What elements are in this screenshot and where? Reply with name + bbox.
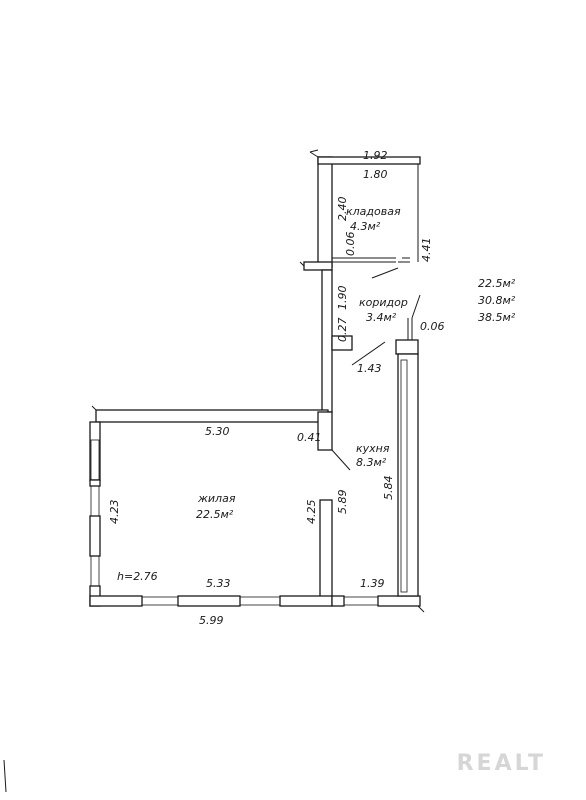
dim-storage-wall: 0.06	[344, 232, 357, 257]
dim-living-bottom-width: 5.33	[206, 577, 231, 590]
dim-corridor-height: 1.90	[336, 286, 349, 311]
total-living-area: 22.5м²	[478, 277, 516, 290]
dim-living-left-height: 4.23	[108, 500, 121, 525]
main-block-walls	[89, 353, 425, 613]
dim-corridor-width: 1.43	[357, 362, 382, 375]
kitchen-area: 8.3м²	[356, 456, 387, 469]
dim-storage-inner-width: 1.80	[363, 168, 388, 181]
dim-storage-outer-width: 1.92	[363, 149, 388, 162]
dim-right-wall-height: 4.41	[420, 238, 433, 263]
dim-partition-wall: 0.41	[297, 431, 322, 444]
dim-kitchen-right-height: 5.84	[382, 476, 395, 501]
corridor-label: коридор	[359, 296, 408, 309]
total-area: 38.5м²	[478, 311, 516, 324]
storage-area: 4.3м²	[350, 220, 381, 233]
dim-corridor-right-wall: 0.06	[420, 320, 445, 333]
dim-kitchen-bottom-width: 1.39	[360, 577, 385, 590]
dim-ceiling-height: h=2.76	[117, 570, 158, 583]
living-area: 22.5м²	[196, 508, 234, 521]
living-label: жилая	[197, 492, 236, 505]
total-useful-area: 30.8м²	[478, 294, 516, 307]
watermark: REALT	[456, 751, 546, 776]
storage-label: кладовая	[346, 205, 401, 218]
corridor-area: 3.4м²	[366, 311, 397, 324]
dim-living-top-width: 5.30	[205, 425, 230, 438]
dim-kitchen-height: 5.89	[336, 490, 349, 515]
dim-corridor-wall: 0.27	[336, 318, 349, 343]
dim-storage-height: 2.40	[336, 197, 349, 222]
scan-edge-mark	[3, 759, 7, 793]
dim-total-width: 5.99	[199, 614, 224, 627]
dim-living-right-height: 4.25	[305, 500, 318, 525]
kitchen-label: кухня	[356, 442, 390, 455]
